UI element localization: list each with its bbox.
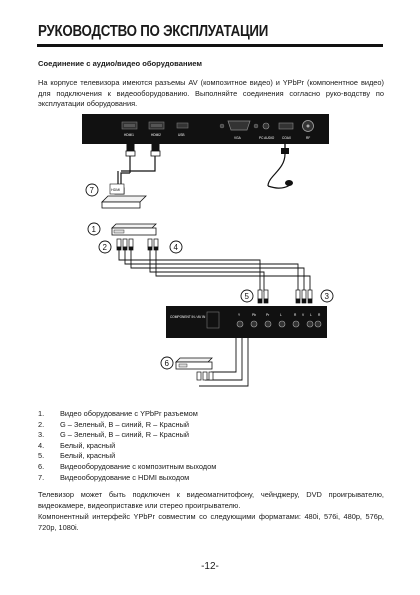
- av-label: Y: [238, 313, 241, 317]
- tv-back-panel: HDMI1 HDMI2 USB VGA PC AUDIO COAX RF: [82, 114, 329, 144]
- list-item: 2.G – Зеленый, B – синий, R – Красный: [38, 419, 190, 429]
- tv-label: VGA: [234, 136, 242, 140]
- note-paragraph: Компонентный интерфейс YPbPr совместим с…: [38, 512, 384, 532]
- svg-text:4: 4: [174, 243, 179, 252]
- av-label: L: [280, 313, 282, 317]
- connection-diagram: HDMI1 HDMI2 USB VGA PC AUDIO COAX RF: [82, 114, 334, 387]
- header-rule: [37, 44, 383, 47]
- page-number: -12-: [201, 561, 219, 572]
- tv-label: HDMI1: [124, 133, 134, 137]
- box-label: HDMI: [111, 188, 120, 192]
- page-title: РУКОВОДСТВО ПО ЭКСПЛУАТАЦИИ: [38, 23, 269, 40]
- svg-text:2: 2: [103, 243, 108, 252]
- note-paragraph: Телевизор может быть подключен к видеома…: [38, 490, 384, 510]
- av-panel-caption: COMPONENT IN / AV IN: [170, 315, 206, 319]
- steps-list: 1.Видео оборудование с YPbPr разъемом 2.…: [38, 409, 216, 483]
- tv-label: PC AUDIO: [259, 136, 275, 140]
- tv-label: USB: [178, 133, 185, 137]
- av-label: Pr: [266, 313, 270, 317]
- ypbpr-device: [111, 223, 157, 236]
- callout-1: 1: [87, 222, 101, 236]
- list-item: 5.Белый, красный: [38, 451, 116, 461]
- callout-7: 7: [85, 183, 99, 197]
- callout-6: 6: [160, 356, 174, 370]
- list-item: 3.G – Зеленый, B – синий, R – Красный: [38, 430, 190, 440]
- callout-4: 4: [169, 240, 183, 254]
- cable-runs: [118, 250, 311, 387]
- av-label: L: [310, 313, 312, 317]
- svg-text:5: 5: [245, 292, 250, 301]
- list-item: 6.Видеооборудование с композитным выходо…: [38, 461, 217, 471]
- callout-5: 5: [240, 289, 254, 303]
- av-label: Pb: [252, 313, 256, 317]
- svg-text:1: 1: [92, 225, 97, 234]
- callout-3: 3: [320, 289, 334, 303]
- av-input-panel: COMPONENT IN / AV IN Y Pb Pr L R V L R: [166, 306, 327, 338]
- list-item: 7.Видеооборудование с HDMI выходом: [38, 472, 190, 482]
- av-label: R: [318, 313, 321, 317]
- svg-text:7: 7: [90, 186, 95, 195]
- tv-label: HDMI2: [151, 133, 161, 137]
- composite-device: [175, 357, 214, 381]
- av-label: R: [294, 313, 297, 317]
- tv-label: RF: [306, 136, 310, 140]
- av-panel-plugs: [257, 289, 313, 304]
- section-title: Соединение с аудио/видео оборудованием: [38, 59, 202, 68]
- list-item: 1.Видео оборудование с YPbPr разъемом: [38, 409, 198, 418]
- intro-paragraph: На корпусе телевизора имеются разъемы AV…: [38, 78, 384, 109]
- svg-text:6: 6: [165, 359, 170, 368]
- callout-2: 2: [98, 240, 112, 254]
- hdmi-device: HDMI: [101, 183, 147, 209]
- component-plugs: [116, 238, 159, 251]
- list-item: 4.Белый, красный: [38, 440, 116, 450]
- tv-label: COAX: [282, 136, 292, 140]
- av-label: V: [302, 313, 305, 317]
- svg-text:3: 3: [325, 292, 330, 301]
- antenna-cable: [267, 144, 293, 189]
